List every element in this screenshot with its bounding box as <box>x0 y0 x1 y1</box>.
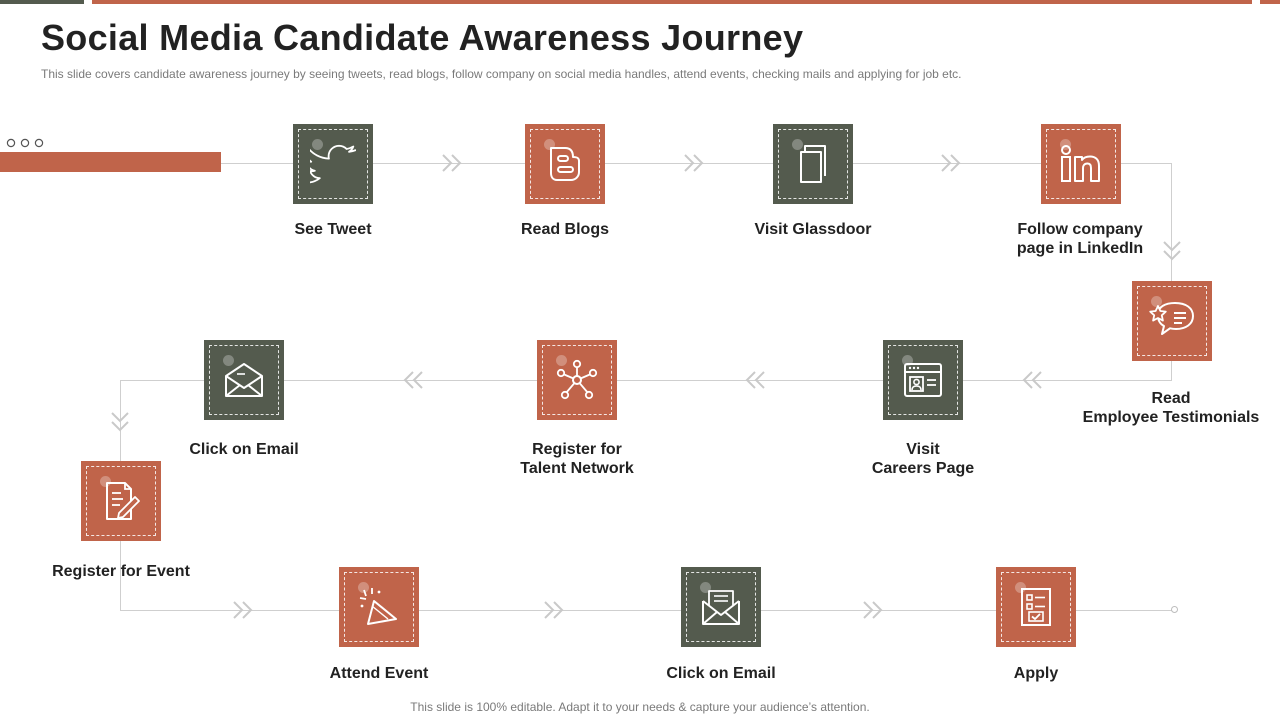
chevron-right-icon <box>684 154 704 172</box>
party-popper-icon <box>359 588 397 625</box>
step-label: Visit Glassdoor <box>754 221 872 238</box>
step-label: Visit Careers Page <box>871 441 975 477</box>
network-icon <box>556 359 598 400</box>
step-label: Register for Event <box>52 563 190 580</box>
step-visit-glassdoor[interactable] <box>773 124 853 204</box>
top-accent-bar-left <box>0 0 84 4</box>
step-click-email-1[interactable] <box>204 340 284 420</box>
blogger-icon <box>550 147 580 181</box>
ellipsis-dots-icon <box>6 138 44 148</box>
step-label: Read Blogs <box>520 221 609 238</box>
chevron-right-icon <box>544 601 564 619</box>
connector-row1 <box>221 163 1172 164</box>
step-read-blogs[interactable] <box>525 124 605 204</box>
top-accent-bar <box>92 0 1252 4</box>
footer-note: This slide is 100% editable. Adapt it to… <box>410 700 870 714</box>
testimonial-chat-icon <box>1149 302 1194 335</box>
step-label: Click on Email <box>189 441 299 458</box>
step-label: Click on Email <box>666 665 776 682</box>
glassdoor-icon <box>800 145 826 183</box>
connector-right-down-1 <box>1171 163 1172 281</box>
checklist-icon <box>1021 588 1051 626</box>
connector-row2 <box>120 380 1172 381</box>
end-point <box>1171 606 1178 613</box>
twitter-icon <box>310 144 356 184</box>
chevron-left-icon <box>745 371 765 389</box>
step-click-email-2[interactable] <box>681 567 761 647</box>
top-accent-bar-right <box>1260 0 1280 4</box>
start-bar <box>0 152 221 172</box>
step-register-event[interactable] <box>81 461 161 541</box>
page-title: Social Media Candidate Awareness Journey <box>41 17 804 58</box>
chevron-left-icon <box>403 371 423 389</box>
step-label: Follow company page in LinkedIn <box>1016 221 1144 257</box>
chevron-right-icon <box>863 601 883 619</box>
step-label: See Tweet <box>294 221 372 238</box>
envelope-letter-icon <box>702 590 740 625</box>
step-apply[interactable] <box>996 567 1076 647</box>
step-see-tweet[interactable] <box>293 124 373 204</box>
page-subtitle: This slide covers candidate awareness jo… <box>41 67 962 81</box>
chevron-down-icon <box>111 412 129 432</box>
envelope-open-icon <box>225 363 263 397</box>
chevron-left-icon <box>1022 371 1042 389</box>
chevron-right-icon <box>233 601 253 619</box>
linkedin-icon <box>1061 145 1100 182</box>
step-label: Attend Event <box>329 665 429 682</box>
step-follow-linkedin[interactable] <box>1041 124 1121 204</box>
chevron-down-icon <box>1163 241 1181 261</box>
step-register-talent-network[interactable] <box>537 340 617 420</box>
step-label: Register for Talent Network <box>520 441 634 477</box>
registration-form-icon <box>106 482 140 520</box>
connector-row3 <box>120 610 1172 611</box>
step-visit-careers-page[interactable] <box>883 340 963 420</box>
step-read-testimonials[interactable] <box>1132 281 1212 361</box>
connector-right-down-2 <box>1171 361 1172 380</box>
chevron-right-icon <box>941 154 961 172</box>
step-label: Read Employee Testimonials <box>1082 390 1260 426</box>
step-attend-event[interactable] <box>339 567 419 647</box>
connector-left-down-2 <box>120 541 121 610</box>
careers-page-icon <box>904 363 942 397</box>
chevron-right-icon <box>442 154 462 172</box>
step-label: Apply <box>1013 665 1059 682</box>
